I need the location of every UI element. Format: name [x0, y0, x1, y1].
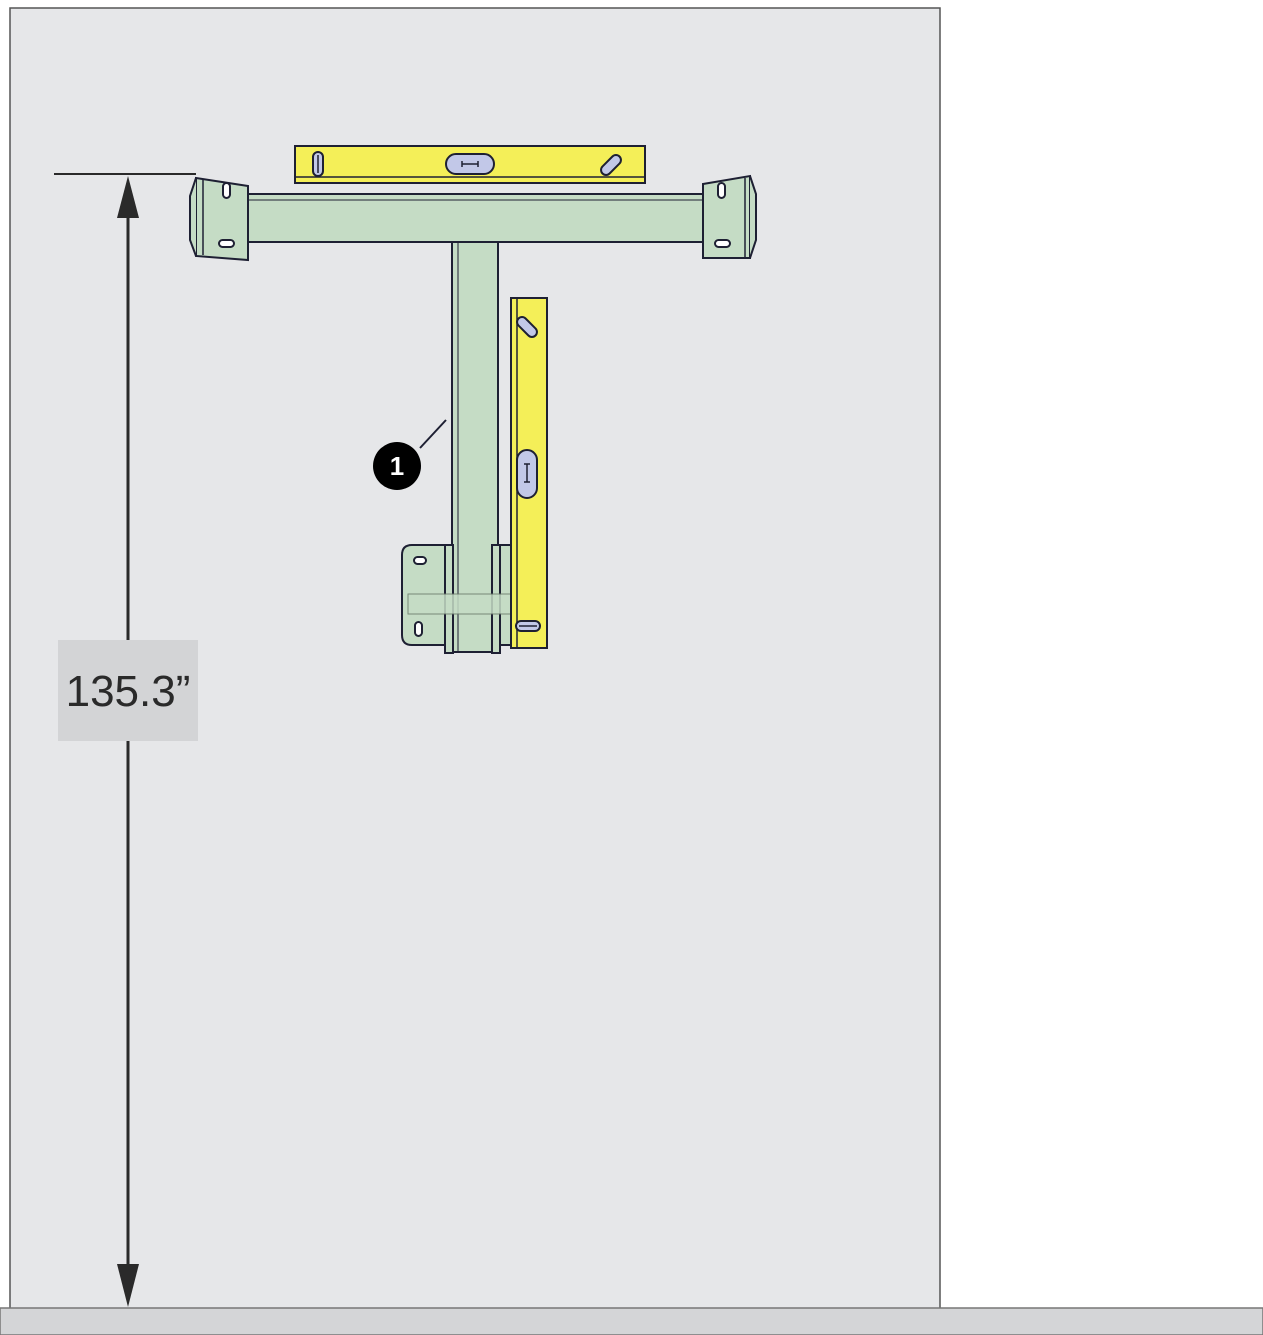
arrow-up-icon	[117, 176, 139, 218]
floor	[0, 1307, 1263, 1335]
callout-number: 1	[390, 451, 404, 481]
dimension-label: 135.3”	[66, 667, 191, 716]
horizontal-level	[294, 145, 646, 184]
vertical-level	[510, 297, 548, 649]
dimension-label-box	[58, 640, 198, 741]
vertical-tube	[451, 241, 499, 653]
callout-1: 1	[373, 419, 447, 490]
arrow-down-icon	[117, 1264, 139, 1307]
horizontal-tube	[247, 193, 704, 243]
callout-leader	[419, 419, 447, 449]
mounting-bracket	[189, 174, 757, 654]
callout-marker	[373, 442, 421, 490]
